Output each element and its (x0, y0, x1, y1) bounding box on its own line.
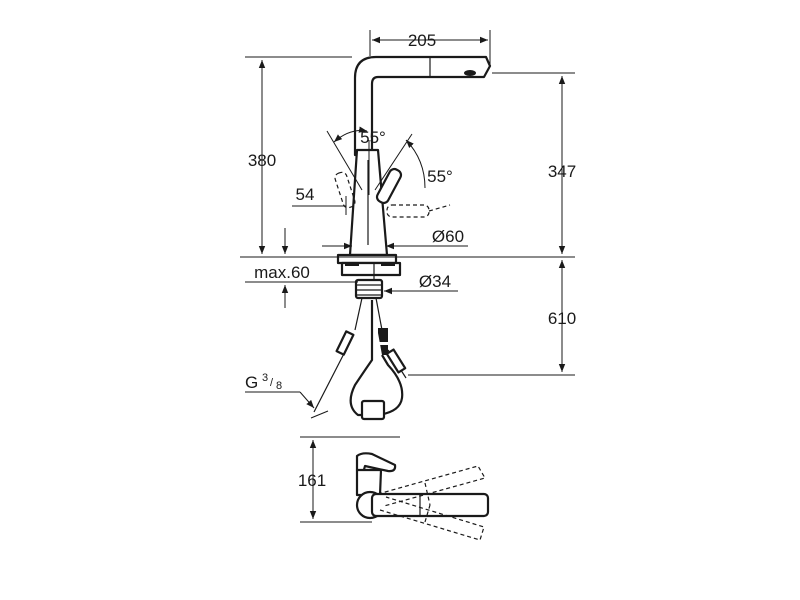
base-rosette (336, 253, 398, 265)
thread-tick (310, 410, 329, 419)
lever-ghost-ext (428, 204, 451, 212)
lever-ghost-left (334, 171, 356, 209)
angle-line-right (374, 133, 413, 191)
ghost-seg-up (424, 482, 431, 506)
side-spout-ghost-up (377, 465, 486, 507)
side-lever (355, 452, 397, 475)
side-spout-ghost-down (379, 496, 485, 541)
label-205: 205 (408, 31, 436, 50)
angle-arc-left (333, 126, 368, 143)
lever-handle (375, 167, 403, 205)
angle-arc-right (405, 139, 426, 189)
label-54: 54 (296, 185, 315, 204)
connection-nut-right (385, 348, 407, 374)
mount-bolt-left (345, 262, 359, 266)
hose-coupling (378, 328, 388, 342)
label-diameter-60: Ø60 (432, 227, 464, 246)
label-347: 347 (548, 162, 576, 181)
supply-hose-right (375, 297, 383, 331)
label-thread-den: 8 (276, 380, 282, 392)
lever-ghost-open (386, 204, 430, 218)
arrow-thread (299, 391, 315, 409)
angle-line-left (326, 130, 363, 191)
hose-weight (360, 399, 386, 421)
label-thread-slash: / (270, 377, 274, 389)
hose-coupling-2 (380, 345, 388, 355)
mount-bolt-right (381, 262, 395, 266)
label-thread-num: 3 (262, 372, 268, 384)
label-610: 610 (548, 309, 576, 328)
label-161: 161 (298, 471, 326, 490)
label-max-60: max.60 (254, 263, 310, 282)
connection-nut-left (335, 330, 355, 356)
label-thread-g: G (245, 373, 258, 392)
spray-head-nozzle (464, 70, 476, 76)
label-angle-left: 55° (360, 128, 386, 147)
label-380: 380 (248, 151, 276, 170)
label-diameter-34: Ø34 (419, 272, 451, 291)
supply-hose-left (354, 297, 363, 331)
label-angle-right: 55° (427, 167, 453, 186)
ghost-seg-down (424, 504, 431, 523)
